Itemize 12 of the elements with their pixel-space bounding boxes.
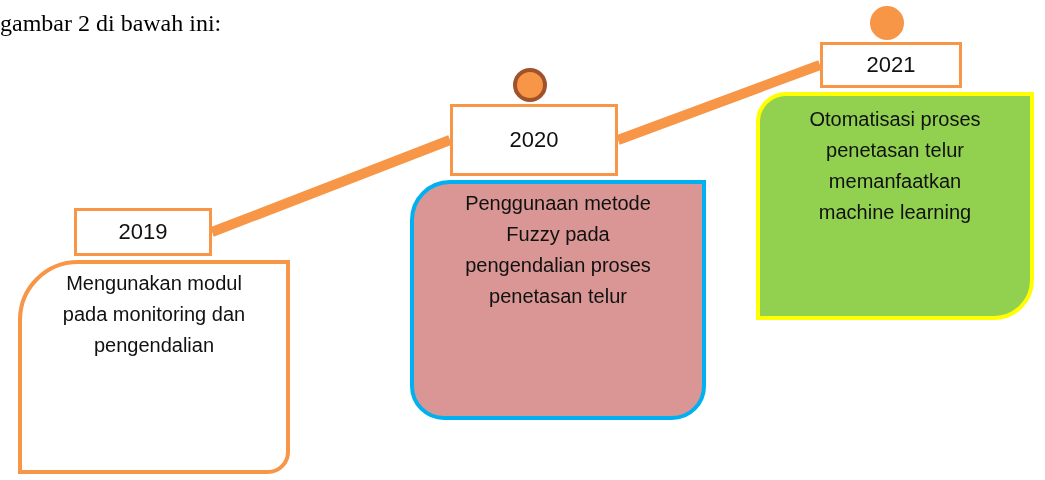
milestone-card [756, 92, 1034, 320]
milestone-text: Penggunaan metode Fuzzy pada pengendalian proses penetasan telur [464, 191, 652, 309]
timeline-line [210, 135, 452, 237]
milestone-card [410, 180, 706, 420]
timeline-line [616, 60, 822, 145]
note-text: gambar 2 di bawah ini: [0, 10, 222, 37]
milestone-card [18, 260, 290, 474]
milestone-text: Otomatisasi proses penetasan telur memanfaatkan machine learning [808, 107, 982, 225]
year-tag: 2021 [820, 42, 962, 88]
year-tag: 2019 [74, 208, 212, 256]
year-tag: 2020 [450, 104, 618, 176]
milestone-text: Mengunakan modul pada monitoring dan pengendalian [61, 271, 247, 358]
